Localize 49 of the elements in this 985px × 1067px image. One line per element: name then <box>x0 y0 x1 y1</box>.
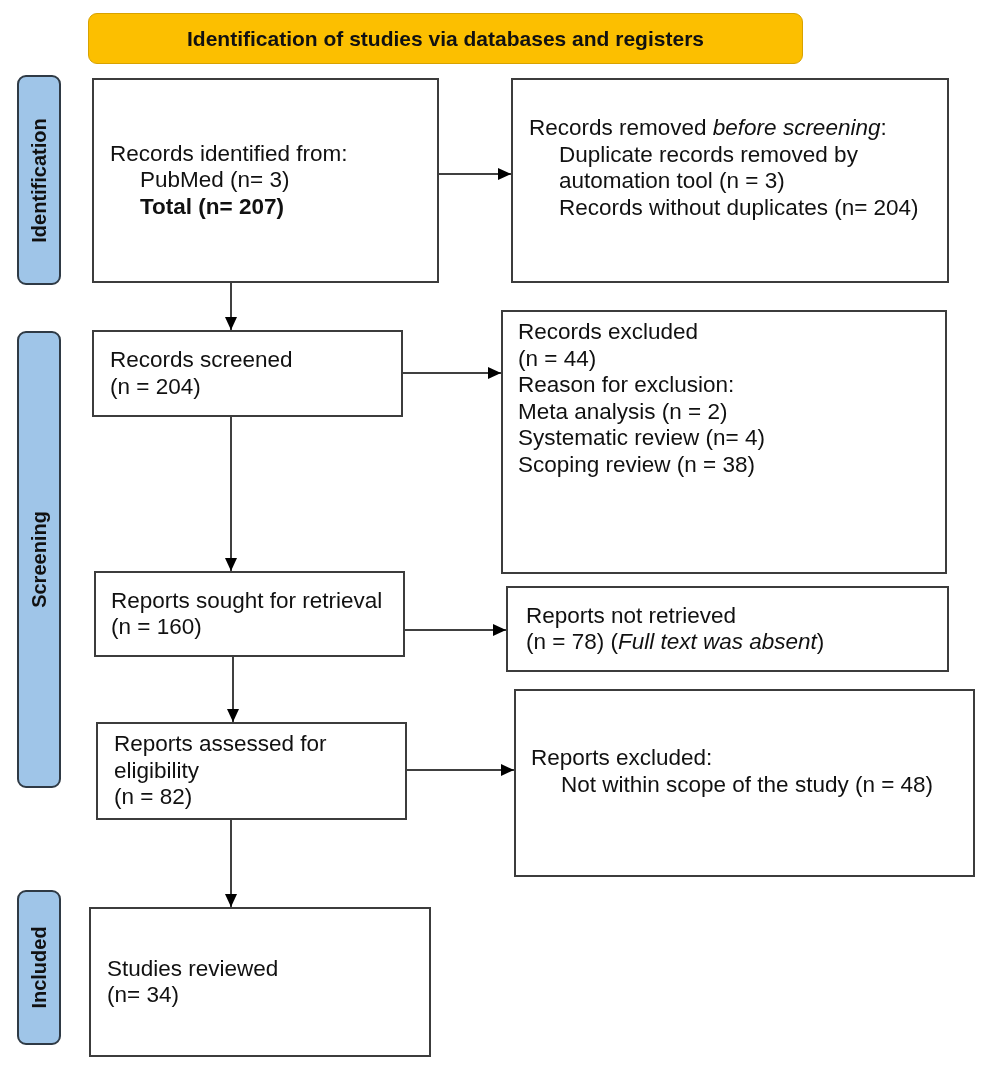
arrow <box>225 416 237 572</box>
step-text: Records screened <box>110 347 293 374</box>
process-box <box>89 907 431 1057</box>
step-text: Records excluded <box>518 319 699 346</box>
step-text: Not within scope of the study (n = 48) <box>561 771 934 798</box>
phase-label: Identification <box>27 117 51 243</box>
step-text: Duplicate records removed by automation tool (n = 3) <box>559 141 859 195</box>
arrow <box>402 367 502 379</box>
phase-label: Included <box>27 926 51 1009</box>
step-text: Meta analysis (n = 2) <box>518 398 728 425</box>
phase-band <box>17 75 61 285</box>
step-text: Reason for exclusion: <box>518 372 735 399</box>
process-box <box>514 689 975 877</box>
step-text: Records removed before screening: <box>529 115 887 142</box>
step-text: Scoping review (n = 38) <box>518 451 755 478</box>
process-box <box>94 571 405 657</box>
arrow <box>225 819 237 908</box>
step-text: Reports excluded: <box>531 745 713 772</box>
step-text: Studies reviewed <box>107 955 279 982</box>
step-text: Reports sought for retrieval <box>111 587 383 614</box>
arrow <box>227 656 239 723</box>
step-text: Records without duplicates (n= 204) <box>559 194 919 221</box>
section-banner <box>88 13 803 64</box>
phase-label: Screening <box>27 511 51 608</box>
step-text: (n = 82) <box>114 784 193 811</box>
step-text: (n = 78) (Full text was absent) <box>526 629 825 656</box>
arrow <box>438 168 512 180</box>
arrow <box>404 624 507 636</box>
arrow <box>225 282 237 331</box>
process-box <box>92 78 439 283</box>
process-box <box>501 310 947 574</box>
step-text: (n = 160) <box>111 614 202 641</box>
step-text: Reports not retrieved <box>526 602 737 629</box>
section-title: Identification of studies via databases and registers <box>187 26 704 51</box>
process-box <box>511 78 949 283</box>
step-text: (n= 34) <box>107 982 179 1009</box>
step-text: (n = 204) <box>110 373 201 400</box>
process-box <box>506 586 949 672</box>
step-text: Systematic review (n= 4) <box>518 425 765 452</box>
phase-band <box>17 890 61 1045</box>
step-text: PubMed (n= 3) <box>140 167 290 194</box>
arrow <box>406 764 515 776</box>
step-text: Total (n= 207) <box>140 193 284 221</box>
phase-band <box>17 331 61 788</box>
process-box <box>92 330 403 417</box>
step-text: Records identified from: <box>110 140 348 168</box>
process-box <box>96 722 407 820</box>
step-text: (n = 44) <box>518 345 597 372</box>
step-text: Reports assessed for eligibility <box>114 731 328 785</box>
